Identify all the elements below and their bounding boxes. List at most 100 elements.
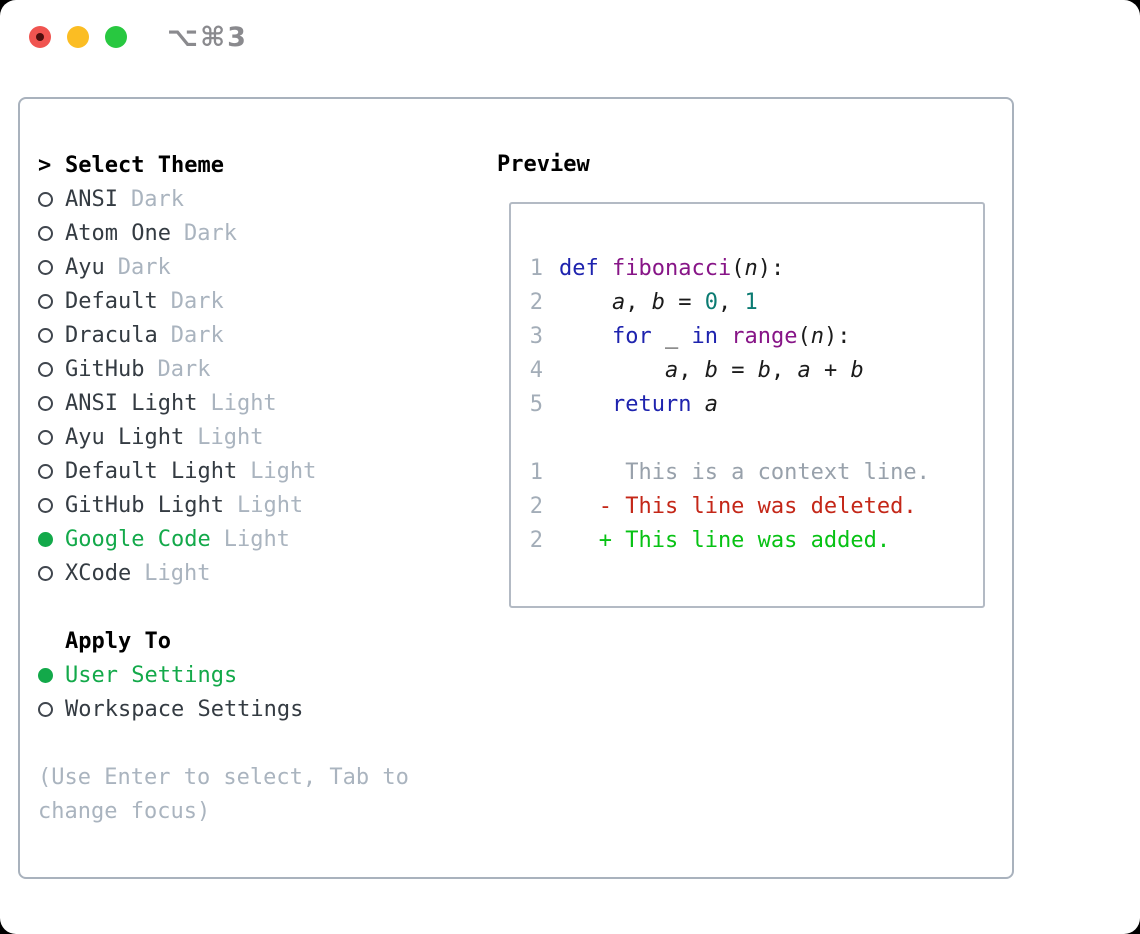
theme-name: Atom One <box>65 220 171 246</box>
hint-line-1: (Use Enter to select, Tab to <box>38 764 409 790</box>
line-number: 2 <box>529 528 543 553</box>
theme-name: Ayu Light <box>65 424 185 450</box>
theme-name: Default <box>65 288 158 314</box>
code-line: 1 def fibonacci(n): <box>511 252 983 286</box>
theme-variant: Light <box>144 560 211 586</box>
radio-icon <box>38 395 53 411</box>
code-content: for _ in range(n): <box>611 324 851 349</box>
radio-icon <box>38 225 53 241</box>
theme-option-default-dark[interactable]: Default Dark <box>38 284 409 318</box>
apply-to-title: Apply To <box>65 628 171 654</box>
line-number: 1 <box>529 460 543 485</box>
code-line: 5 return a <box>511 388 983 422</box>
apply-to-header: Apply To <box>38 624 409 658</box>
close-button[interactable] <box>29 26 51 48</box>
code-line: 2 a, b = 0, 1 <box>511 286 983 320</box>
apply-option-label: Workspace Settings <box>65 696 304 722</box>
theme-option-default-light-light[interactable]: Default Light Light <box>38 454 409 488</box>
theme-name: Ayu <box>65 254 105 280</box>
selected-radio-icon <box>38 667 53 683</box>
code-content: def fibonacci(n): <box>559 256 785 281</box>
radio-icon <box>38 497 53 513</box>
cursor-prompt-icon: > <box>38 152 52 178</box>
theme-name: GitHub Light <box>65 492 224 518</box>
apply-option-workspace-settings[interactable]: Workspace Settings <box>38 692 409 726</box>
theme-option-atom-one-dark[interactable]: Atom One Dark <box>38 216 409 250</box>
line-number: 5 <box>529 392 543 417</box>
code-line: 4 a, b = b, a + b <box>511 354 983 388</box>
theme-variant: Light <box>236 492 304 518</box>
preview-title: Preview <box>497 152 590 177</box>
theme-name: Google Code <box>65 526 211 552</box>
theme-option-ayu-dark[interactable]: Ayu Dark <box>38 250 409 284</box>
theme-option-dracula-dark[interactable]: Dracula Dark <box>38 318 409 352</box>
radio-icon <box>38 293 53 309</box>
selected-radio-icon <box>38 531 53 547</box>
diff-line-deleted: 2 - This line was deleted. <box>511 490 983 524</box>
line-number: 4 <box>529 358 543 383</box>
code-line: 3 for _ in range(n): <box>511 320 983 354</box>
theme-variant: Light <box>223 526 290 552</box>
theme-variant: Light <box>250 458 317 484</box>
window-title: ⌥⌘3 <box>167 22 248 53</box>
theme-name: Dracula <box>65 322 158 348</box>
code-content: a, b = 0, 1 <box>611 290 758 315</box>
theme-variant: Dark <box>157 356 211 382</box>
diff-line-context: 1 This is a context line. <box>511 456 983 490</box>
select-theme-header: > Select Theme <box>38 148 409 182</box>
minimize-button[interactable] <box>67 26 89 48</box>
theme-option-ansi-light-light[interactable]: ANSI Light Light <box>38 386 409 420</box>
line-number: 1 <box>529 256 543 281</box>
diff-line-added: 2 + This line was added. <box>511 524 983 558</box>
radio-icon <box>38 361 53 377</box>
line-number: 2 <box>529 494 543 519</box>
theme-variant: Dark <box>170 322 224 348</box>
list-gap <box>38 726 409 760</box>
theme-name: GitHub <box>65 356 145 382</box>
code-content: return a <box>611 392 718 417</box>
radio-icon <box>38 701 53 717</box>
radio-icon <box>38 565 53 581</box>
radio-icon <box>38 191 53 207</box>
radio-icon <box>38 463 53 479</box>
apply-option-user-settings[interactable]: User Settings <box>38 658 409 692</box>
blank-line <box>511 422 983 456</box>
theme-name: ANSI Light <box>65 390 198 416</box>
code-content: a, b = b, a + b <box>664 358 864 383</box>
diff-content: + This line was added. <box>559 528 891 553</box>
theme-option-google-code-light[interactable]: Google Code Light <box>38 522 409 556</box>
theme-variant: Dark <box>117 254 171 280</box>
theme-variant: Light <box>210 390 277 416</box>
zoom-button[interactable] <box>105 26 127 48</box>
theme-name: XCode <box>65 560 132 586</box>
list-gap <box>38 590 409 624</box>
theme-name: Default Light <box>65 458 238 484</box>
radio-icon <box>38 259 53 275</box>
diff-preview: 1 This is a context line.2 - This line w… <box>511 456 983 558</box>
line-number: 3 <box>529 324 543 349</box>
theme-variant: Dark <box>170 288 224 314</box>
close-dot-icon <box>36 33 44 41</box>
theme-variant: Dark <box>130 186 184 212</box>
theme-option-xcode-light[interactable]: XCode Light <box>38 556 409 590</box>
radio-icon <box>38 429 53 445</box>
diff-content: This is a context line. <box>559 460 930 485</box>
hint-line-2: change focus) <box>38 798 211 824</box>
diff-content: - This line was deleted. <box>559 494 917 519</box>
select-theme-title: Select Theme <box>65 152 224 178</box>
line-number: 2 <box>529 290 543 315</box>
apply-option-label: User Settings <box>65 662 238 688</box>
theme-name: ANSI <box>65 186 118 212</box>
radio-icon <box>38 327 53 343</box>
theme-option-github-dark[interactable]: GitHub Dark <box>38 352 409 386</box>
theme-option-github-light-light[interactable]: GitHub Light Light <box>38 488 409 522</box>
theme-variant: Dark <box>183 220 237 246</box>
theme-option-ansi-dark[interactable]: ANSI Dark <box>38 182 409 216</box>
